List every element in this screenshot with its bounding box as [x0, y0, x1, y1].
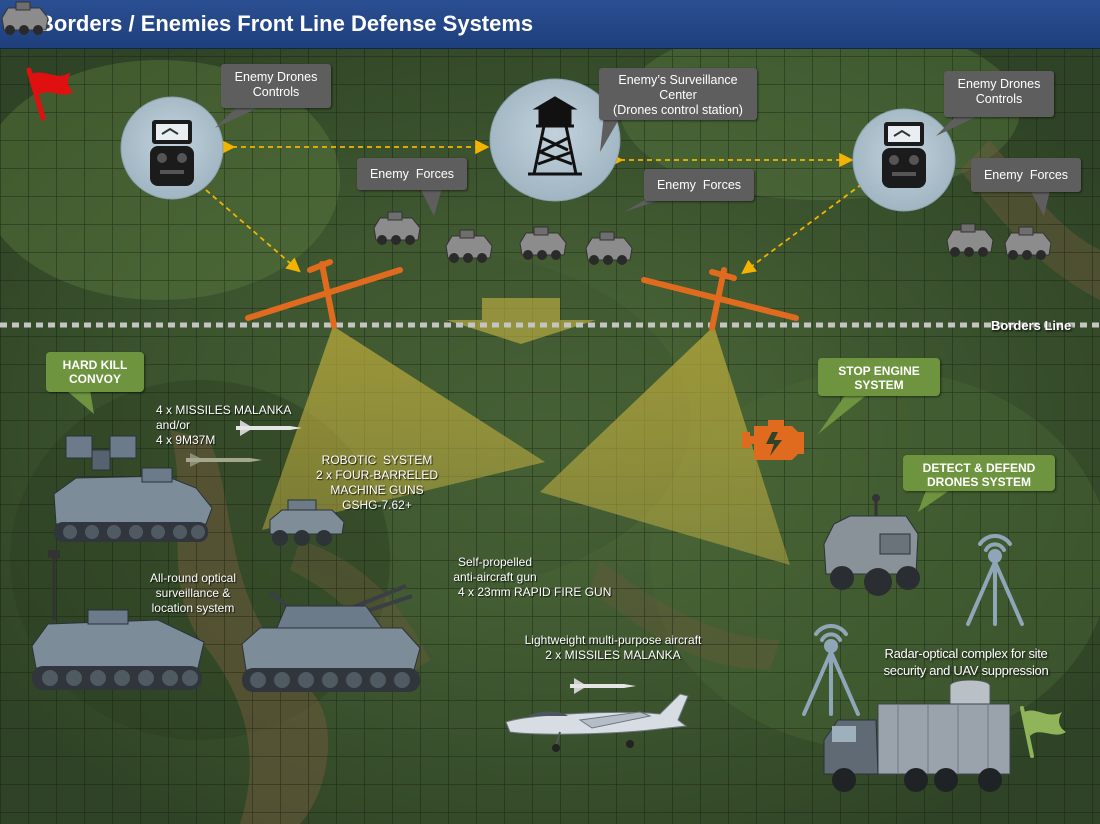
- drone-beam-right: [540, 326, 790, 565]
- callout-line: Enemy Forces: [983, 168, 1069, 182]
- label-line: ROBOTIC SYSTEM: [321, 453, 433, 467]
- enemy-vehicles: [1, 1, 1052, 266]
- callout-enemy-forces-right: Enemy Forces: [971, 158, 1081, 192]
- robotic-system-vehicle: [269, 499, 345, 546]
- label-line: security and UAV suppression: [883, 663, 1049, 678]
- label-line: surveillance &: [155, 586, 231, 600]
- callout-line: Center: [659, 88, 697, 102]
- remote-controller-icon: [882, 122, 926, 188]
- tag-hard-kill-convoy: HARD KILL CONVOY: [46, 352, 144, 392]
- tag-stop-engine-system: STOP ENGINE SYSTEM: [818, 358, 940, 396]
- enemy-drones-controls-left: [120, 96, 224, 200]
- tag-line: DETECT & DEFEND: [922, 461, 1036, 475]
- label-line: 4 x 9M37M: [156, 433, 216, 447]
- callout-line: Enemy’s Surveillance: [618, 73, 738, 87]
- drone-beam-left: [262, 326, 545, 530]
- enemy-surveillance-center: [489, 78, 621, 202]
- label-light-aircraft: Lightweight multi-purpose aircraft 2 x M…: [508, 633, 718, 663]
- radar-antenna-icon: [802, 624, 860, 716]
- label-line: GSHG-7.62+: [342, 498, 412, 512]
- callout-enemy-forces-center: Enemy Forces: [644, 169, 754, 201]
- label-radar-optical-complex: Radar-optical complex for site security …: [856, 645, 1076, 679]
- callout-line: Enemy Drones: [957, 77, 1041, 91]
- callout-line: Controls: [975, 92, 1023, 106]
- missile-icon: [236, 420, 302, 436]
- watchtower-icon: [528, 96, 582, 176]
- own-flag-icon: [1020, 706, 1066, 758]
- borders-line-label: Borders Line: [991, 318, 1072, 333]
- enemy-drones: [245, 259, 799, 331]
- callout-enemy-drones-controls-left: Enemy Drones Controls: [221, 64, 331, 108]
- callout-line: Enemy Forces: [656, 178, 742, 192]
- label-line: 4 x 23mm RAPID FIRE GUN: [458, 585, 612, 599]
- missile-icon: [570, 678, 636, 694]
- callout-enemy-drones-controls-right: Enemy Drones Controls: [944, 71, 1054, 117]
- callout-enemy-forces-left: Enemy Forces: [357, 158, 467, 190]
- label-optical-surveillance: All-round optical surveillance & locatio…: [134, 571, 252, 616]
- label-anti-aircraft-gun: Self-propelled anti-aircraft gun 4 x 23m…: [410, 555, 612, 600]
- optical-surveillance-vehicle: [31, 550, 205, 690]
- label-line: MACHINE GUNS: [330, 483, 424, 497]
- label-line: Self-propelled: [457, 555, 533, 569]
- radar-truck: [823, 680, 1011, 792]
- label-line: Lightweight multi-purpose aircraft: [524, 633, 702, 647]
- callout-line: Controls: [252, 85, 300, 99]
- detect-defend-vehicle: [823, 494, 920, 596]
- engine-icon: [742, 420, 804, 460]
- tag-line: SYSTEM: [854, 378, 904, 392]
- label-robotic-system: ROBOTIC SYSTEM 2 x FOUR-BARRELED MACHINE…: [302, 453, 452, 513]
- tag-line: DRONES SYSTEM: [926, 475, 1031, 489]
- tag-pointers: [66, 390, 950, 512]
- anti-aircraft-gun-vehicle: [241, 584, 421, 692]
- label-line: Radar-optical complex for site: [884, 646, 1048, 661]
- label-line: 2 x MISSILES MALANKA: [545, 648, 681, 662]
- tag-line: CONVOY: [68, 372, 121, 386]
- missiles: [186, 420, 302, 467]
- label-line: location system: [151, 601, 235, 615]
- remote-controller-icon: [150, 120, 194, 186]
- callout-surveillance-center: Enemy’s Surveillance Center (Drones cont…: [599, 68, 757, 120]
- drone-icon: [641, 267, 799, 331]
- light-aircraft: [505, 678, 689, 752]
- missile-icon: [186, 453, 262, 467]
- label-missiles: 4 x MISSILES MALANKA and/or 4 x 9M37M: [156, 403, 291, 448]
- tag-line: HARD KILL: [62, 358, 128, 372]
- callout-line: Enemy Drones: [234, 70, 318, 84]
- enemy-flag-icon: [26, 67, 73, 121]
- page-title: Borders / Enemies Front Line Defense Sys…: [38, 11, 534, 36]
- advance-arrow: [446, 298, 596, 344]
- tag-line: STOP ENGINE: [838, 364, 920, 378]
- header-bar: Borders / Enemies Front Line Defense Sys…: [0, 0, 1100, 49]
- callout-pointers: [215, 106, 1050, 216]
- enemy-drones-controls-right: [852, 108, 956, 212]
- label-line: anti-aircraft gun: [453, 570, 537, 584]
- radar-antenna-icon: [966, 534, 1024, 626]
- label-line: All-round optical: [149, 571, 237, 585]
- label-line: 2 x FOUR-BARRELED: [315, 468, 439, 482]
- label-line: and/or: [156, 418, 191, 432]
- callout-line: (Drones control station): [613, 103, 743, 117]
- enemy-links: [205, 139, 863, 275]
- label-line: 4 x MISSILES MALANKA: [156, 403, 292, 417]
- missile-launcher-vehicle: [53, 435, 213, 542]
- tag-detect-defend-drones-system: DETECT & DEFEND DRONES SYSTEM: [903, 455, 1055, 491]
- enemy-vehicle-icon: [1, 1, 49, 35]
- drone-icon: [245, 259, 403, 329]
- callout-line: Enemy Forces: [369, 167, 455, 181]
